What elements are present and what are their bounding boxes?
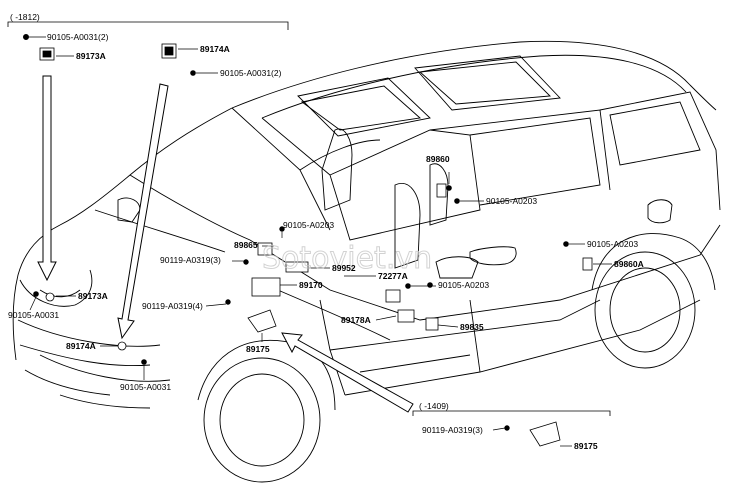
label-89175-inset[interactable]: 89175: [574, 441, 598, 451]
label-90105-a0031-2-right[interactable]: 90105-A0031(2): [220, 68, 282, 78]
label-90119-a0319-4[interactable]: 90119-A0319(4): [142, 301, 203, 311]
label-72277a[interactable]: 72277A: [378, 271, 408, 281]
label-89174a-mid[interactable]: 89174A: [66, 341, 96, 351]
bolt-icon: [427, 282, 433, 288]
label-89860[interactable]: 89860: [426, 154, 450, 164]
part-labels: ( -1812) ( -1409) 90105-A0031(2) 89173A …: [8, 12, 644, 451]
label-90105-a0031-2-top[interactable]: 90105-A0031(2): [47, 32, 109, 42]
label-90105-a0203-center[interactable]: 90105-A0203: [438, 280, 489, 290]
pointer-arrows: [37, 75, 414, 413]
label-89835[interactable]: 89835: [460, 322, 484, 332]
bolt-icon: [563, 241, 569, 247]
bolt-icon: [225, 299, 231, 305]
sensor-89178a-icon: [397, 309, 415, 323]
label-90105-a0203-upper[interactable]: 90105-A0203: [486, 196, 537, 206]
range-label-top-left: ( -1812): [10, 12, 40, 22]
label-89170[interactable]: 89170: [299, 280, 323, 290]
label-90105-a0031-left[interactable]: 90105-A0031: [8, 310, 59, 320]
label-90105-a0203-left[interactable]: 90105-A0203: [283, 220, 334, 230]
label-89178a[interactable]: 89178A: [341, 315, 371, 325]
ecu-89170-icon: [251, 277, 281, 297]
label-89860a[interactable]: 89860A: [614, 259, 644, 269]
leader-lines: [29, 36, 612, 447]
bolt-icon: [446, 185, 452, 191]
label-89174a-top[interactable]: 89174A: [200, 44, 230, 54]
bolt-icon: [33, 291, 39, 297]
arrow-down-left: [37, 75, 57, 282]
sensor-72277a-icon: [385, 289, 401, 303]
sensor-89173a-mid-icon: [45, 292, 55, 302]
label-90119-a0319-3-inset[interactable]: 90119-A0319(3): [422, 425, 483, 435]
range-label-bottom-right: ( -1409): [419, 401, 449, 411]
sensor-89860-icon: [436, 183, 447, 198]
vehicle-outline: [12, 40, 721, 483]
bracket-bottom-right: [412, 410, 611, 416]
label-89865[interactable]: 89865: [234, 240, 258, 250]
watermark: Sotoviet.vn: [262, 241, 432, 276]
label-90105-a0031-bottom[interactable]: 90105-A0031: [120, 382, 171, 392]
label-90105-a0203-right[interactable]: 90105-A0203: [587, 239, 638, 249]
bolt-icon: [504, 425, 510, 431]
bolt-icon: [454, 198, 460, 204]
bolt-icon: [405, 283, 411, 289]
bolt-icon: [190, 70, 196, 76]
sensor-89174a-mid-icon: [117, 341, 127, 351]
sensor-89835-icon: [425, 317, 439, 331]
bolt-icon: [141, 359, 147, 365]
part-symbols: [22, 34, 593, 447]
bolt-icon: [243, 259, 249, 265]
bracket-top-left: [7, 21, 289, 30]
label-89173a-mid[interactable]: 89173A: [78, 291, 108, 301]
sensor-89860a-icon: [582, 257, 593, 271]
bracket-89175-icon: [247, 309, 277, 333]
sensor-89952-icon: [285, 261, 309, 273]
arrow-down-right: [117, 83, 169, 340]
label-89175-mid[interactable]: 89175: [246, 344, 270, 354]
label-89173a-top[interactable]: 89173A: [76, 51, 106, 61]
label-89952[interactable]: 89952: [332, 263, 356, 273]
arrow-upleft-bottom: [281, 332, 414, 413]
bolt-icon: [22, 34, 29, 41]
bracket-89175-inset-icon: [529, 421, 561, 447]
bolt-icon: [279, 226, 285, 232]
range-brackets: [7, 21, 611, 416]
label-90119-a0319-3[interactable]: 90119-A0319(3): [160, 255, 221, 265]
